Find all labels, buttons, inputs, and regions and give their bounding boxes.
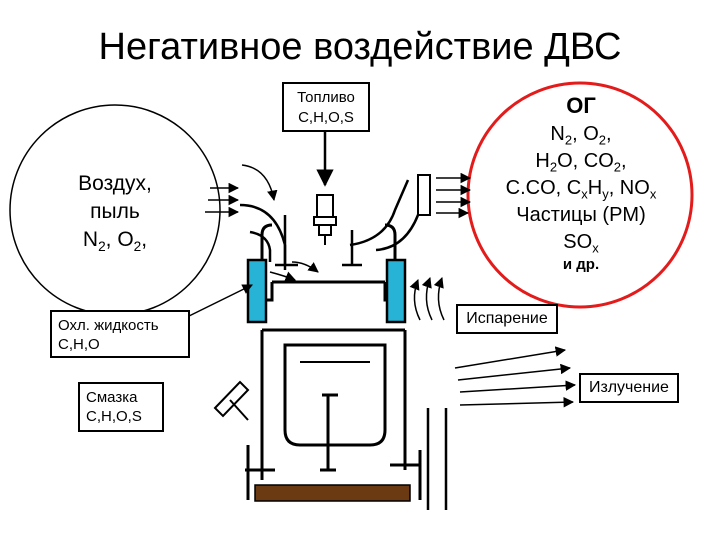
page-title: Негативное воздействие ДВС bbox=[98, 26, 622, 68]
exhaust-port bbox=[342, 174, 431, 267]
exhaust-composition: ОГ N2, O2, H2O, CO2, C.CO, CxHy, NOx Час… bbox=[478, 92, 684, 274]
cooling-jacket-right bbox=[385, 258, 407, 324]
engine-block bbox=[260, 223, 407, 480]
cooling-jacket-left bbox=[246, 258, 268, 324]
air-label: Воздух, пыль N2, O2, bbox=[78, 172, 152, 254]
connecting-rod bbox=[320, 393, 338, 472]
coolant-arrow bbox=[184, 284, 253, 319]
exhaust-outflow-arrows bbox=[436, 172, 472, 219]
fuel-injector bbox=[313, 194, 337, 245]
coolant-label: Охл. жидкость bbox=[58, 317, 159, 334]
crankcase bbox=[245, 445, 422, 500]
exhaust-pipe bbox=[426, 408, 448, 510]
lubricant-label-box: Смазка C,H,O,S bbox=[78, 382, 164, 432]
fuel-composition: C,H,O,S bbox=[298, 109, 354, 126]
lubricant-composition: C,H,O,S bbox=[86, 408, 142, 425]
coolant-label-box: Охл. жидкость C,H,O bbox=[50, 310, 190, 358]
fuel-label: Топливо bbox=[297, 89, 355, 106]
oil-filler-neck bbox=[213, 380, 250, 421]
evaporation-arrows bbox=[409, 277, 445, 321]
fuel-label-box: Топливо C,H,O,S bbox=[282, 82, 370, 132]
evaporation-label-box: Испарение bbox=[456, 304, 558, 334]
coolant-composition: C,H,O bbox=[58, 336, 100, 353]
lubricant-label: Смазка bbox=[86, 389, 138, 406]
radiation-label-box: Излучение bbox=[579, 373, 679, 403]
oil-sump bbox=[254, 484, 411, 502]
radiation-arrows bbox=[454, 346, 577, 408]
radiation-label: Излучение bbox=[589, 379, 669, 396]
evaporation-label: Испарение bbox=[466, 310, 548, 327]
air-inflow-arrows bbox=[205, 164, 319, 282]
intake-valve bbox=[275, 215, 298, 267]
exhaust-heading: ОГ bbox=[566, 93, 596, 118]
